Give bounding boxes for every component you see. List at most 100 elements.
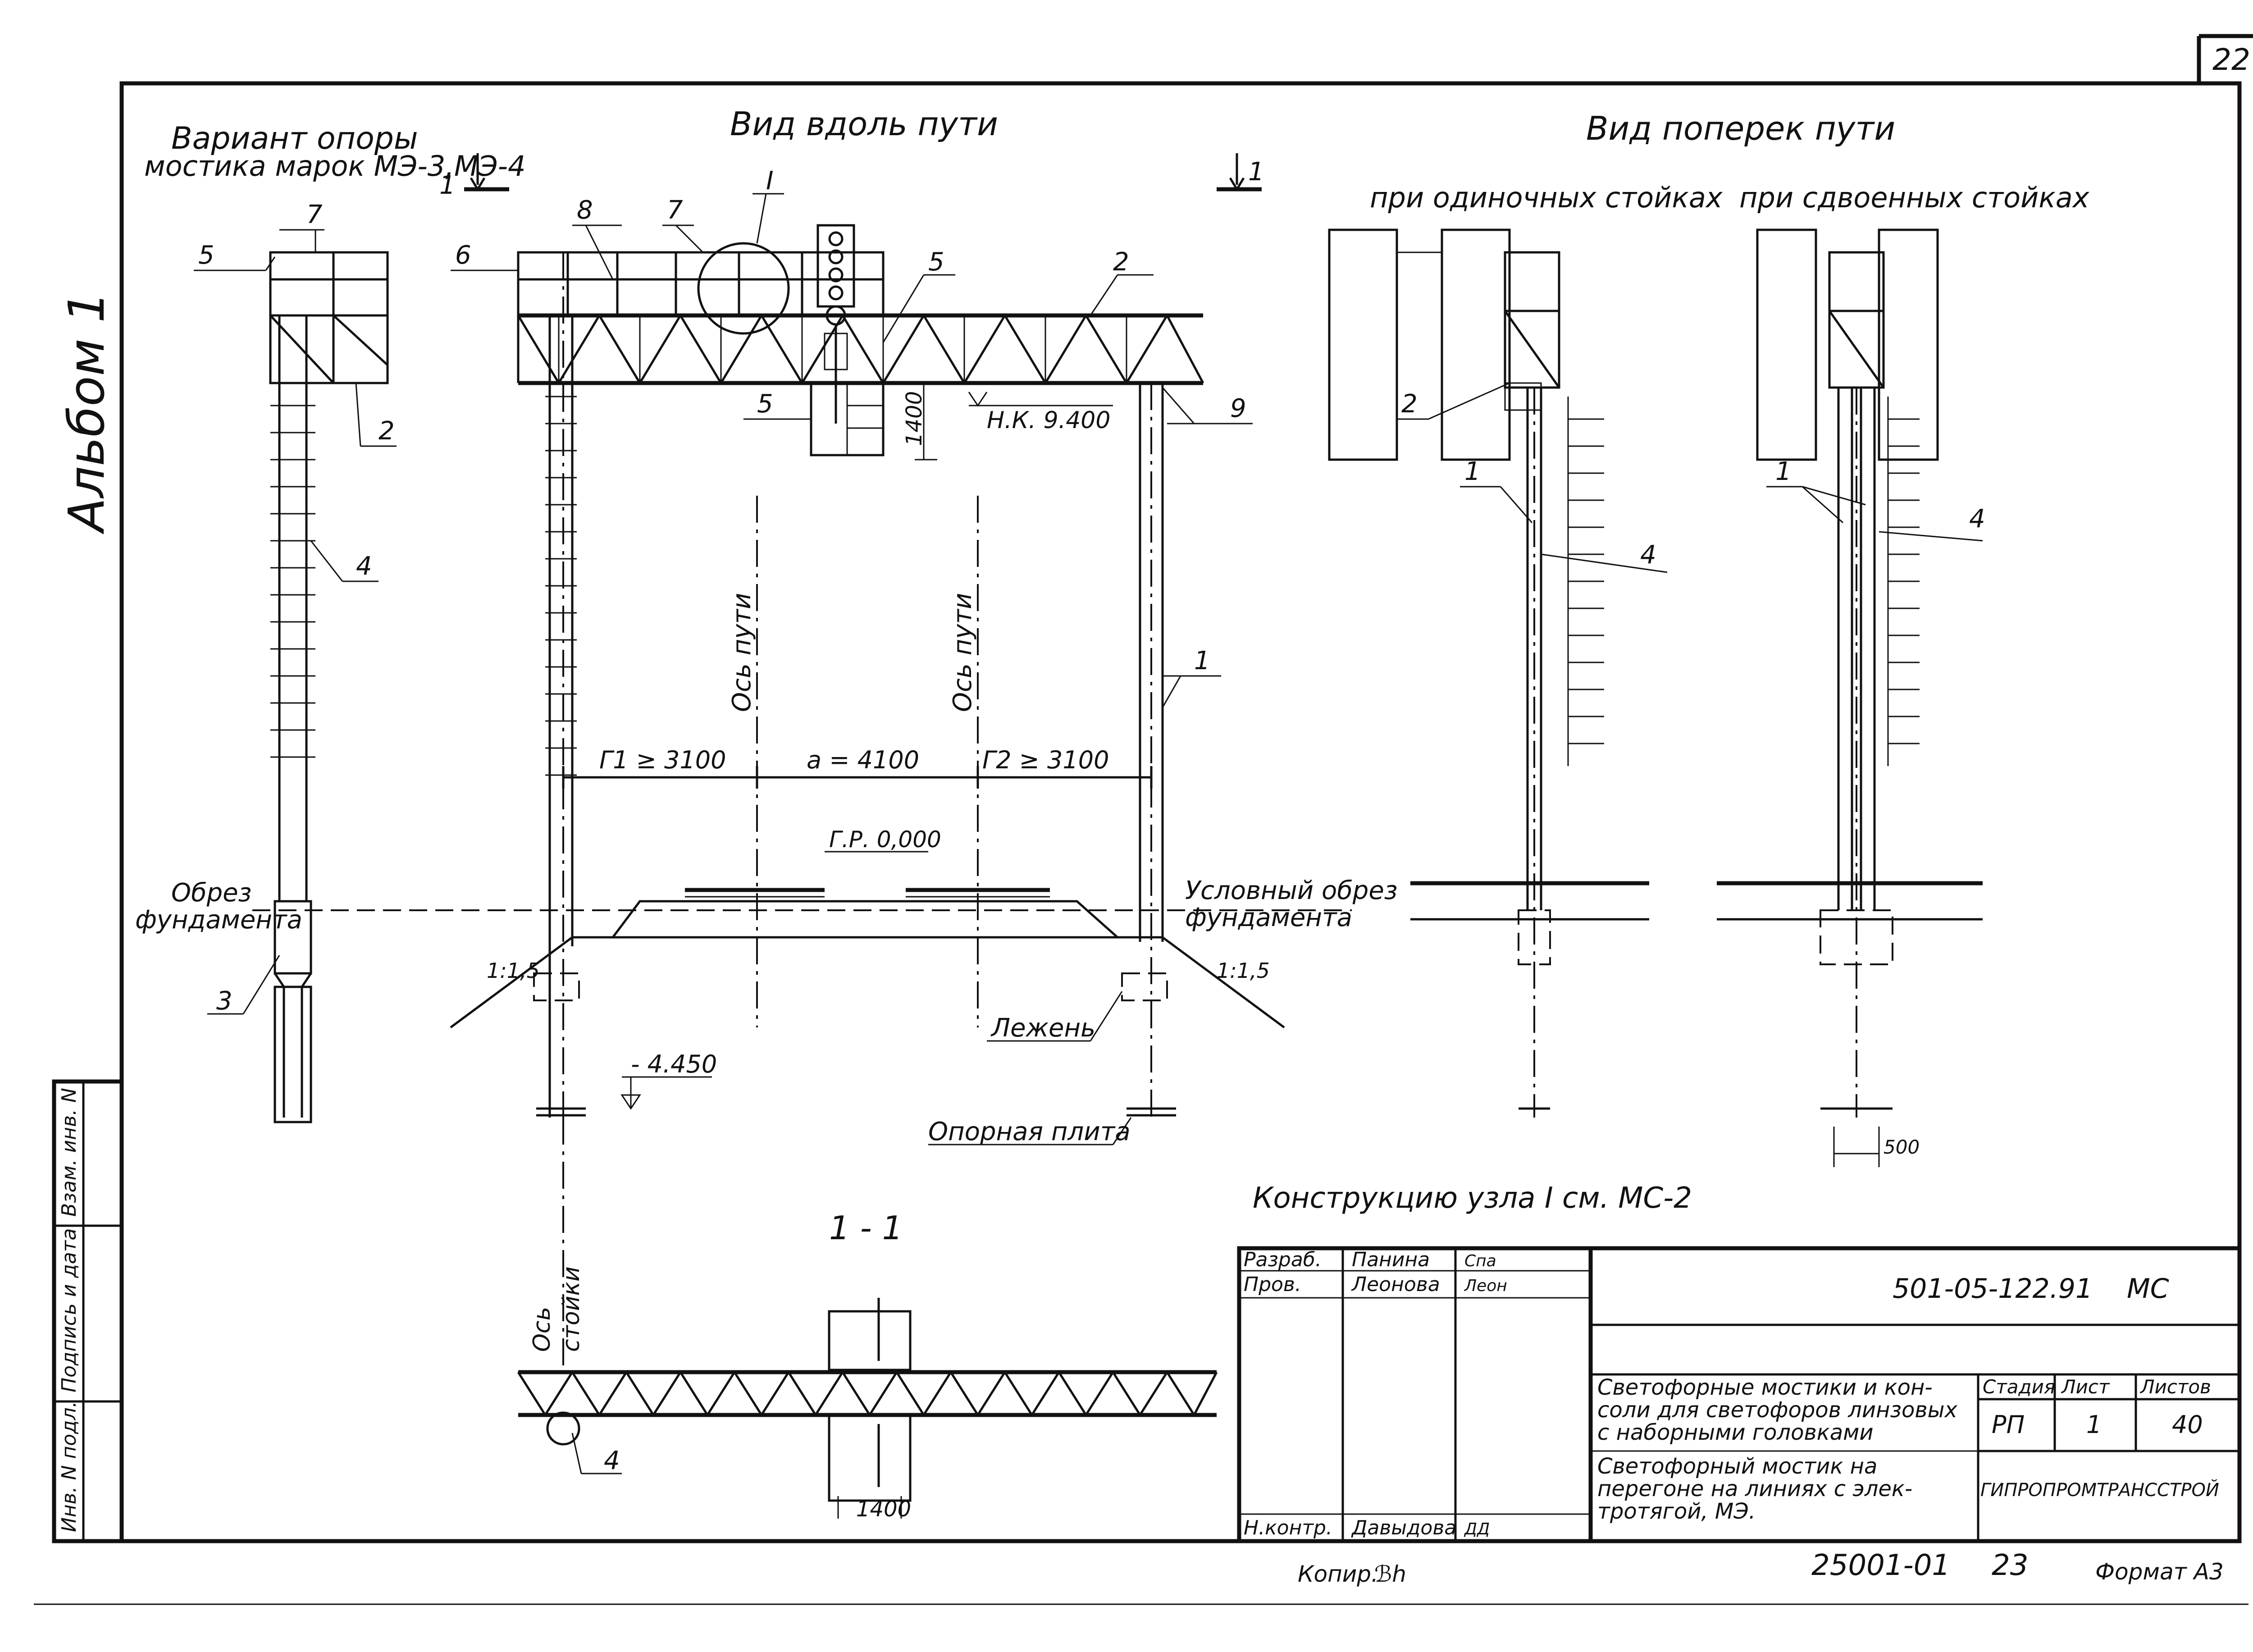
- stamp-sheet-title-1: Светофорный мостик на: [1597, 1454, 1877, 1479]
- stamp-developed-name: Панина: [1352, 1248, 1430, 1271]
- double-posts-view: [1717, 228, 1983, 1167]
- slope-left: 1:1,5: [487, 958, 540, 983]
- dim-a: a = 4100: [807, 746, 919, 774]
- sheet-frame: 22: [34, 34, 2253, 1605]
- stamp-norm-label: Н.контр.: [1244, 1516, 1332, 1539]
- archive-number: 25001-01: [1811, 1549, 1950, 1582]
- right-post: [1121, 383, 1176, 1118]
- single-posts-title: при одиночных стойках: [1370, 181, 1723, 214]
- embankment: [252, 888, 1352, 1029]
- stamp-title-2: соли для светофоров линзовых: [1597, 1397, 1958, 1423]
- node-note: Конструкцию узла I см. МС-2: [1253, 1182, 1692, 1215]
- callout-8: 8: [577, 196, 593, 225]
- bottom-construction-level: Н.К. 9.400: [987, 407, 1110, 434]
- callout-2-single: 2: [1401, 389, 1418, 419]
- support-variant-title-2: мостика марок МЭ-3,МЭ-4: [144, 150, 525, 183]
- section-title: 1 - 1: [829, 1209, 903, 1247]
- across-track-title: Вид поперек пути: [1586, 110, 1895, 147]
- callout-7-left: 7: [306, 200, 323, 229]
- callout-2: 2: [1113, 247, 1129, 277]
- dim-r2: Г2 ≥ 3100: [982, 746, 1109, 774]
- dimension-line: Г1 ≥ 3100 a = 4100 Г2 ≥ 3100: [562, 746, 1153, 789]
- stamp-title-1: Светофорные мостики и кон-: [1597, 1375, 1933, 1400]
- support-variant-title-1: Вариант опоры: [171, 121, 418, 156]
- stamp-sheet-label: Лист: [2061, 1376, 2110, 1398]
- along-track-title: Вид вдоль пути: [730, 105, 998, 143]
- post-axis-label-1: Ось: [529, 1307, 556, 1352]
- slope-right: 1:1,5: [1217, 958, 1270, 983]
- stamp-doc-mark: МС: [2127, 1273, 2169, 1305]
- track-axis-label-1: Ось пути: [727, 593, 757, 712]
- callouts-main: 6 8 7 I 2 5 5 9 1: [451, 166, 1253, 708]
- width-1400: 1400: [856, 1497, 911, 1522]
- foundation-cut-1: Обрез: [171, 878, 251, 908]
- callout-4-double: 4: [1969, 504, 1985, 534]
- callout-7: 7: [667, 196, 683, 225]
- stamp-developed-sign: Спа: [1464, 1252, 1496, 1270]
- stamp-doc-code: 501-05-122.91: [1893, 1273, 2093, 1305]
- callout-4-single: 4: [1640, 540, 1656, 570]
- stamp-checked-sign: Леон: [1464, 1277, 1507, 1295]
- format-label: Формат А3: [2095, 1559, 2224, 1585]
- side-stamp-inv-orig: Инв. N подл.: [58, 1401, 81, 1532]
- left-post: [533, 252, 586, 1118]
- foundation-cut-2: фундамента: [135, 905, 302, 935]
- stamp-title-3: с наборными головками: [1597, 1420, 1874, 1445]
- base-plate-label: Опорная плита: [928, 1117, 1131, 1146]
- stamp-norm-name: Давыдова: [1351, 1516, 1456, 1539]
- stamp-checked-label: Пров.: [1244, 1273, 1301, 1296]
- stamp-developed-label: Разраб.: [1244, 1248, 1322, 1271]
- callout-5-top: 5: [928, 247, 944, 277]
- side-stamp: Инв. N подл. Подпись и дата Взам. инв. N: [52, 1079, 124, 1543]
- stamp-organization: ГИПРОПРОМТРАНССТРОЙ: [1980, 1479, 2219, 1501]
- stamp-stage-label: Стадия: [1983, 1376, 2055, 1398]
- copied-label: Копир.: [1298, 1561, 1378, 1587]
- stamp-sheet-title-2: перегоне на линиях с элек-: [1597, 1476, 1912, 1501]
- title-block: [1237, 1246, 2242, 1543]
- stamp-sheet-title-3: тротягой, МЭ.: [1597, 1499, 1756, 1524]
- rail-head-level: Г.Р. 0,000: [829, 826, 941, 853]
- callouts-left: 5 7 2 4 3: [194, 200, 397, 1016]
- callout-1-single: 1: [1464, 457, 1481, 486]
- callout-1: 1: [1194, 646, 1210, 675]
- side-stamp-replaced-inv: Взам. инв. N: [58, 1088, 81, 1217]
- depth-level: - 4.450: [631, 1050, 717, 1078]
- callout-4-section: 4: [604, 1446, 620, 1475]
- conditional-cut-2: фундамента: [1185, 903, 1352, 932]
- stamp-stage-value: РП: [1992, 1410, 2025, 1439]
- stamp-sheet-value: 1: [2086, 1410, 2102, 1439]
- callout-5-bottom: 5: [757, 389, 773, 419]
- stamp-sheets-label: Листов: [2139, 1376, 2211, 1398]
- section-mark-left: 1: [439, 171, 456, 200]
- callout-9: 9: [1230, 394, 1246, 423]
- double-posts-title: при сдвоенных стойках: [1739, 181, 2090, 214]
- post-axis-label-2: стойки: [558, 1266, 585, 1352]
- sleeper-label: Лежень: [990, 1013, 1095, 1043]
- stamp-norm-sign: ДД: [1464, 1520, 1490, 1538]
- callout-1-double: 1: [1775, 457, 1792, 486]
- height-1400: 1400: [902, 391, 927, 446]
- callout-4-left: 4: [356, 552, 372, 581]
- section-marks: 1 1: [439, 153, 1264, 200]
- archive-page: 23: [1992, 1549, 2028, 1582]
- callout-3: 3: [216, 986, 233, 1016]
- callout-6-left: 5: [198, 241, 214, 270]
- conditional-cut-1: Условный обрез: [1185, 876, 1398, 905]
- support-variant-view: [269, 251, 389, 1123]
- section-mark-right: 1: [1248, 157, 1264, 187]
- page-number: 22: [2212, 42, 2250, 77]
- callout-6: 6: [455, 241, 471, 270]
- track-axis-label-2: Ось пути: [948, 593, 977, 712]
- stamp-checked-name: Леонова: [1351, 1273, 1440, 1296]
- callout-2-left: 2: [379, 416, 395, 446]
- bridge-truss: [517, 224, 1204, 456]
- album-label: Альбом 1: [58, 292, 115, 534]
- stamp-sheets-value: 40: [2172, 1410, 2203, 1439]
- side-stamp-sign-date: Подпись и дата: [58, 1228, 81, 1392]
- node-mark: I: [766, 166, 774, 196]
- copied-sign: ℬh: [1374, 1561, 1406, 1587]
- section-1-1: [517, 1118, 1218, 1519]
- width-500: 500: [1884, 1136, 1920, 1158]
